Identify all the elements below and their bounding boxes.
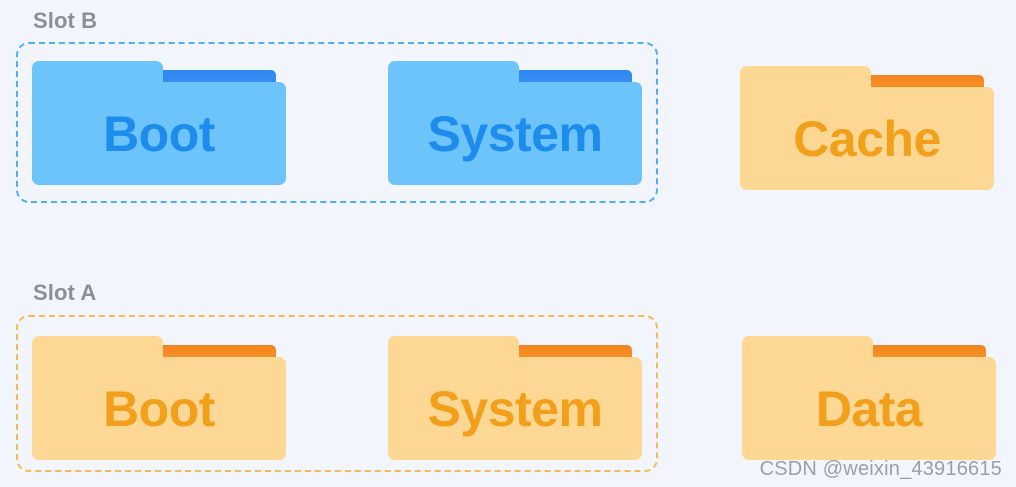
folder-label: System	[427, 380, 603, 437]
slot-b-container	[16, 42, 658, 203]
folder-body-icon	[740, 87, 994, 190]
folder-body-icon	[32, 357, 286, 460]
folder-label: Boot	[103, 380, 215, 437]
folder-slot-a-system[interactable]: System	[388, 336, 642, 460]
slot-b-label: Slot B	[33, 8, 98, 33]
folder-body-icon	[32, 82, 286, 185]
folder-body-icon	[388, 82, 642, 185]
folder-label: System	[427, 105, 603, 162]
folder-cache[interactable]: Cache	[740, 66, 994, 190]
folder-label: Boot	[103, 105, 215, 162]
slot-a-label: Slot A	[33, 280, 97, 305]
watermark-text: CSDN @weixin_43916615	[759, 458, 1002, 480]
folder-slot-b-boot[interactable]: Boot	[32, 61, 286, 185]
folder-label: Cache	[793, 110, 941, 167]
folder-slot-a-boot[interactable]: Boot	[32, 336, 286, 460]
folder-body-icon	[388, 357, 642, 460]
folder-data[interactable]: Data	[742, 336, 996, 460]
folder-slot-b-system[interactable]: System	[388, 61, 642, 185]
slot-a-container	[16, 315, 658, 472]
folder-body-icon	[742, 357, 996, 460]
folder-label: Data	[815, 380, 923, 437]
